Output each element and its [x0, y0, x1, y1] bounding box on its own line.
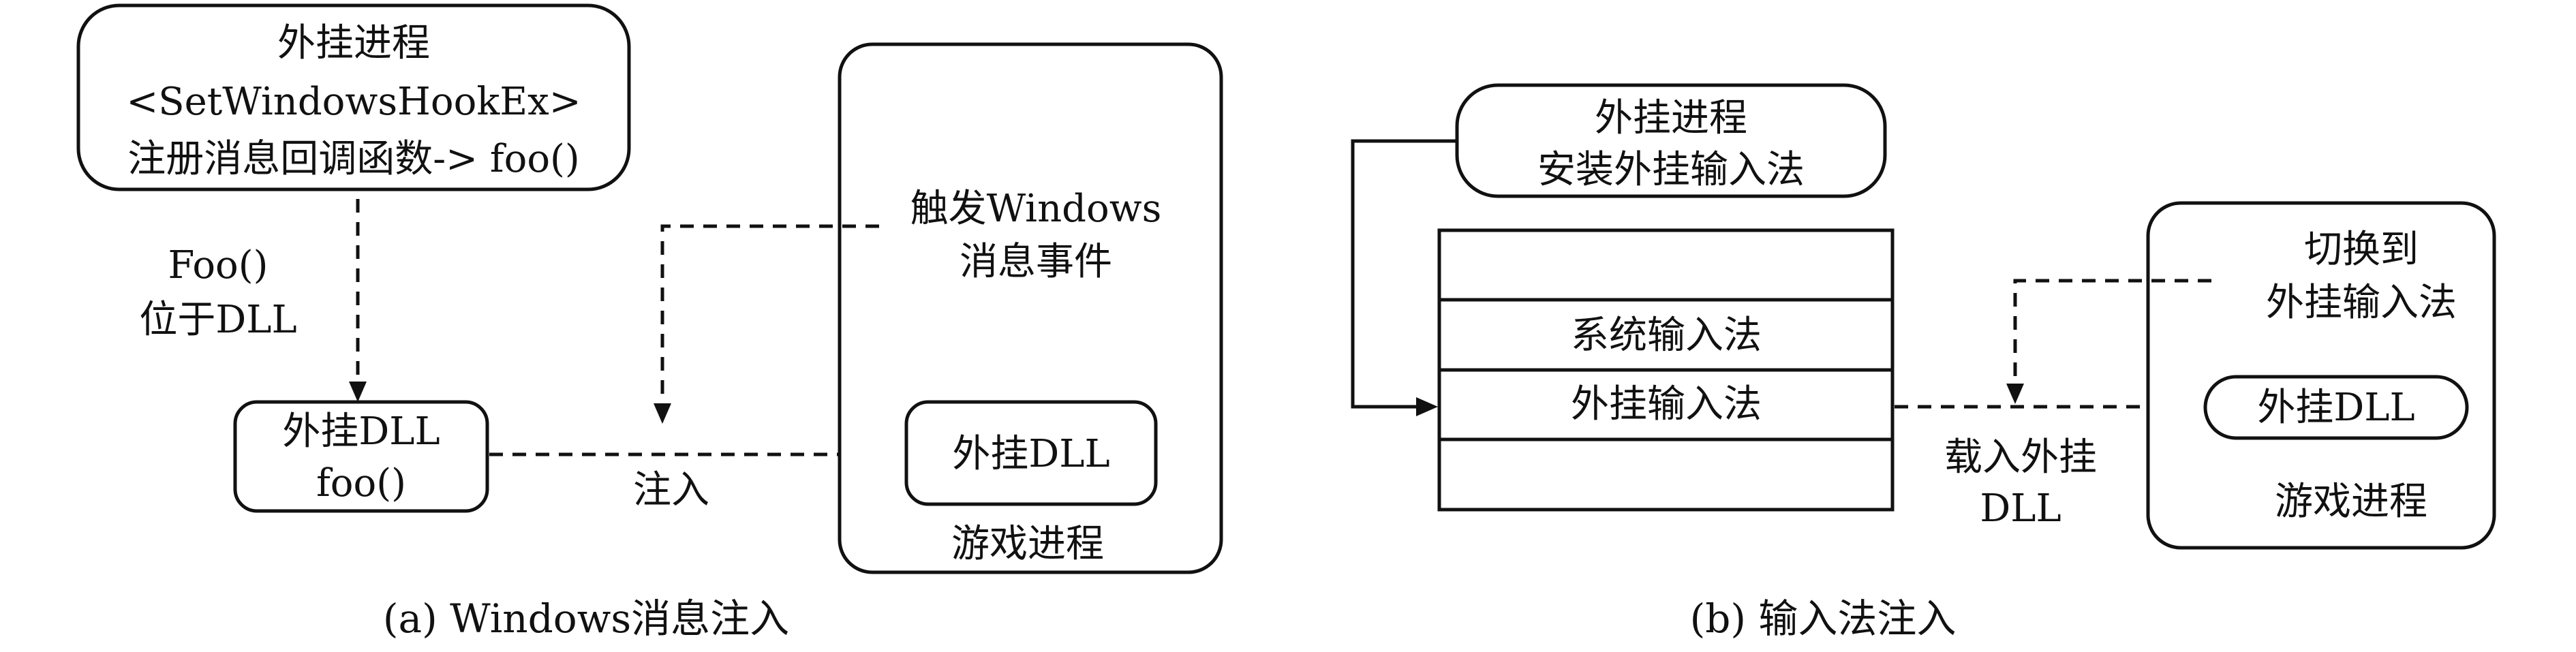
a-game-process-trigger-line2: 消息事件	[960, 240, 1112, 284]
a-foo-arrowhead	[349, 382, 367, 402]
b-install-line	[1351, 139, 1457, 409]
b-load-label-line1: 载入外挂	[1944, 435, 2097, 480]
a-foo-label-line1: Foo()	[168, 243, 269, 288]
panel-a: 外挂进程 <SetWindowsHookEx> 注册消息回调函数-> foo()…	[76, 3, 1223, 642]
b-plugin-process-line1: 外挂进程	[1595, 96, 1747, 140]
a-plugin-dll-line2: foo()	[316, 461, 406, 506]
a-trigger-arrowhead	[654, 403, 671, 424]
a-plugin-process-box: 外挂进程 <SetWindowsHookEx> 注册消息回调函数-> foo()	[76, 3, 631, 191]
a-game-process-trigger-line1: 触发Windows	[910, 187, 1162, 231]
b-game-dll-box: 外挂DLL	[2203, 375, 2469, 440]
a-game-dll-box: 外挂DLL	[904, 400, 1158, 506]
b-game-process-label: 游戏进程	[2275, 480, 2427, 524]
a-caption: (a) Windows消息注入	[383, 595, 789, 642]
b-game-dll-label: 外挂DLL	[2257, 386, 2414, 430]
a-plugin-process-api: <SetWindowsHookEx>	[126, 80, 581, 124]
a-trigger-arrow	[660, 224, 879, 405]
b-game-process-switch-line2: 外挂输入法	[2266, 281, 2457, 325]
b-load-label-line2: DLL	[1980, 486, 2061, 531]
b-game-process-switch-line1: 切换到	[2304, 228, 2419, 272]
a-plugin-process-register: 注册消息回调函数-> foo()	[127, 137, 580, 181]
b-switch-arrowhead	[2006, 384, 2024, 404]
a-plugin-process-title: 外挂进程	[277, 21, 430, 65]
b-ime-row-plugin: 外挂输入法	[1571, 382, 1762, 426]
b-plugin-process-line2: 安装外挂输入法	[1537, 148, 1805, 192]
a-plugin-dll-line1: 外挂DLL	[282, 409, 440, 454]
b-ime-row-system: 系统输入法	[1571, 313, 1762, 358]
b-caption: (b) 输入法注入	[1690, 595, 1957, 642]
panel-b: 外挂进程 安装外挂输入法 系统输入法 外挂输入法 载入外挂 DLL 切换到 外挂…	[1351, 83, 2496, 642]
a-inject-label: 注入	[633, 468, 709, 512]
a-game-dll-label: 外挂DLL	[952, 432, 1109, 476]
b-install-arrowhead	[1416, 397, 1438, 416]
b-plugin-process-box: 外挂进程 安装外挂输入法	[1455, 83, 1887, 198]
a-game-process-label: 游戏进程	[951, 522, 1104, 566]
b-switch-arrow	[2013, 279, 2211, 385]
a-plugin-dll-box: 外挂DLL foo()	[233, 400, 489, 513]
a-foo-label-line2: 位于DLL	[139, 298, 296, 342]
b-ime-list: 系统输入法 外挂输入法	[1437, 228, 1895, 512]
